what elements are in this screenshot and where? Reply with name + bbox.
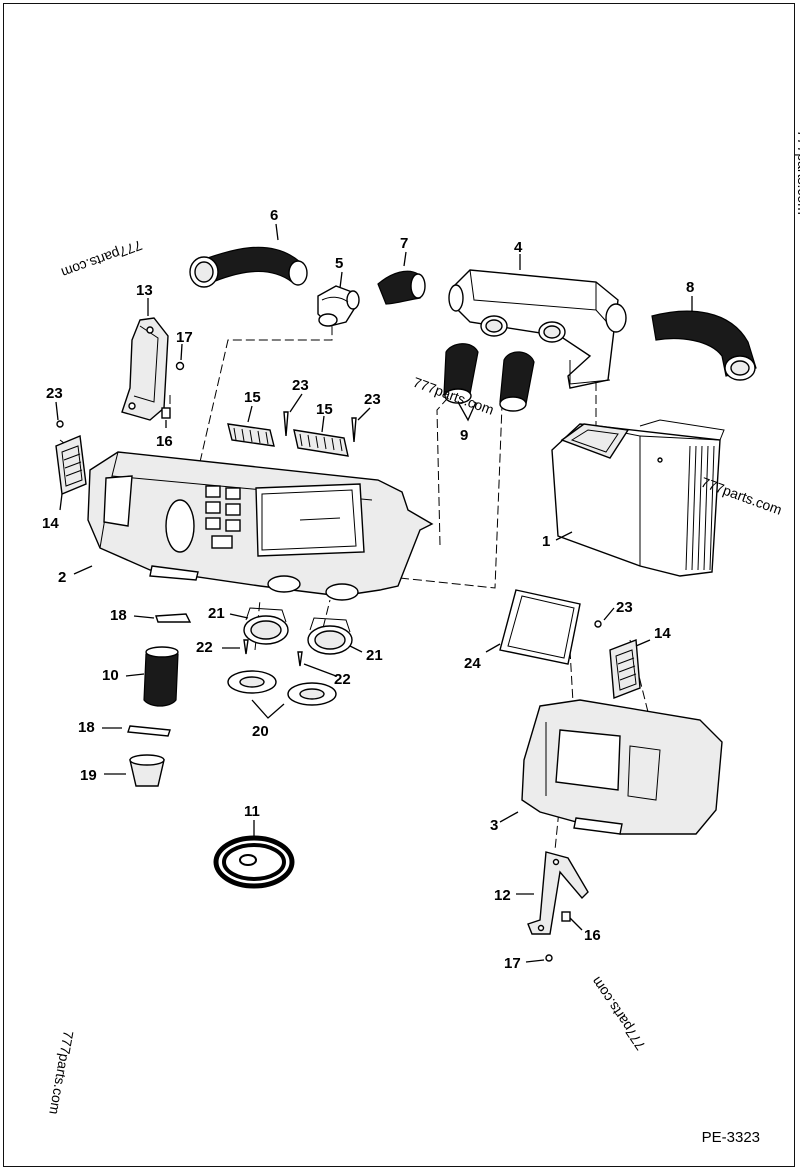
- callout-4: 4: [514, 239, 523, 256]
- callout-13: 13: [136, 282, 153, 299]
- part-14-switch-left: [55, 434, 87, 496]
- callout-20: 20: [252, 723, 269, 740]
- part-9-hoses: [443, 343, 535, 412]
- callout-6: 6: [270, 207, 278, 224]
- part-5-y-connector: [317, 285, 360, 327]
- callout-15-right: 15: [316, 401, 333, 418]
- part-2-dash-panel: [87, 451, 434, 601]
- hardware-items: [56, 361, 602, 962]
- part-20-trim-rings: [227, 670, 337, 706]
- watermark-bottom-right: 777parts.com: [588, 974, 649, 1053]
- part-6-hose: [189, 246, 308, 288]
- callout-23-left: 23: [46, 385, 63, 402]
- watermark-bottom-left: 777parts.com: [46, 1029, 76, 1115]
- callout-9: 9: [460, 427, 468, 444]
- callout-23-lower: 23: [616, 599, 633, 616]
- part-21-louver-left: [243, 607, 289, 645]
- part-23-screw-lower: [594, 620, 602, 628]
- part-12-lower-bracket: [527, 851, 589, 935]
- callout-3: 3: [490, 817, 498, 834]
- part-8-hose: [651, 310, 757, 381]
- callout-21-right: 21: [366, 647, 383, 664]
- callout-23-mid: 23: [292, 377, 309, 394]
- heater-core-fins: [685, 445, 715, 571]
- callout-23-right: 23: [364, 391, 381, 408]
- part-17-nut-lower: [545, 954, 553, 962]
- watermark-top-right: 777parts.com: [795, 130, 800, 215]
- part-24-filter-panel: [499, 589, 581, 665]
- callout-17-lower: 17: [504, 955, 521, 972]
- callout-11: 11: [244, 803, 260, 820]
- callout-22-left: 22: [196, 639, 213, 656]
- part-18-clamp-upper: [155, 613, 192, 623]
- callout-19: 19: [80, 767, 97, 784]
- part-23-screw-mid: [283, 411, 289, 437]
- part-3-lower-cover: [521, 699, 723, 835]
- part-18-clamp-lower: [127, 725, 171, 737]
- callout-18-lower: 18: [78, 719, 95, 736]
- part-15-vent-right: [293, 429, 349, 457]
- part-23-screw-left: [56, 420, 64, 428]
- part-23-screw-right: [351, 417, 357, 443]
- part-21-louver-right: [307, 617, 353, 655]
- callout-16-lower: 16: [584, 927, 601, 944]
- part-7-hose: [377, 270, 426, 305]
- callout-15-left: 15: [244, 389, 261, 406]
- part-15-vent-left: [227, 423, 275, 447]
- callout-8: 8: [686, 279, 694, 296]
- callout-18-upper: 18: [110, 607, 127, 624]
- callout-12: 12: [494, 887, 511, 904]
- callout-14-right: 14: [654, 625, 671, 642]
- part-13-bracket: [121, 317, 169, 421]
- part-1-heater-box: [551, 419, 725, 577]
- callout-22-right: 22: [334, 671, 351, 688]
- callout-24: 24: [464, 655, 481, 672]
- callout-21-left: 21: [208, 605, 225, 622]
- part-11-coiled-tube: [213, 835, 295, 889]
- callout-7: 7: [400, 235, 408, 252]
- callout-1: 1: [542, 533, 550, 550]
- callout-17-upper: 17: [176, 329, 193, 346]
- callout-numbers: 6 5 7 4 8 13 17 23 16 15 23 15 23 9 14 1…: [42, 207, 694, 972]
- callout-2: 2: [58, 569, 66, 586]
- callout-14-left: 14: [42, 515, 59, 532]
- callout-16-upper: 16: [156, 433, 173, 450]
- watermark-top-left: 777parts.com: [59, 237, 144, 281]
- part-16-clip-upper: [161, 407, 171, 419]
- callout-10: 10: [102, 667, 119, 684]
- part-22-screw-left: [243, 639, 249, 655]
- figure-code: PE-3323: [701, 1129, 760, 1146]
- leader-lines: [55, 223, 693, 963]
- switch-bank: [205, 485, 241, 549]
- part-19-cap: [129, 754, 165, 787]
- part-22-screw-right: [297, 651, 303, 667]
- part-14-switch-right: [609, 639, 641, 699]
- part-17-nut-upper: [175, 361, 185, 371]
- part-10-hose-sleeve: [143, 646, 179, 707]
- part-16-clip-lower: [561, 911, 571, 922]
- callout-5: 5: [335, 255, 343, 272]
- part-4-duct-housing: [448, 269, 627, 389]
- page-border: [3, 3, 795, 1167]
